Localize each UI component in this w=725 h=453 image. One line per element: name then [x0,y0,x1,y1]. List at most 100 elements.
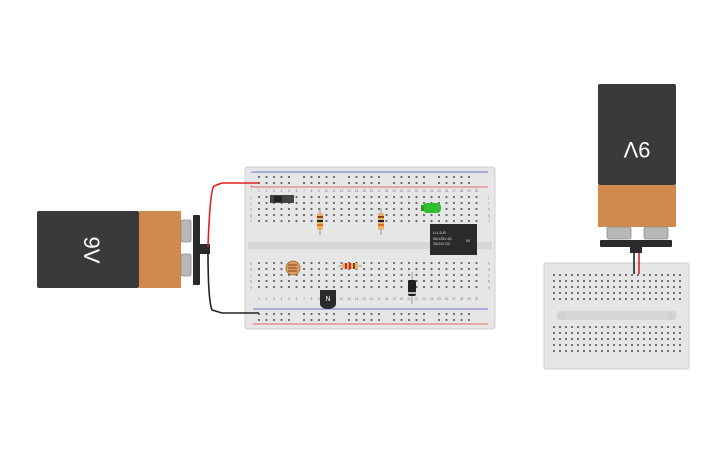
diode[interactable] [408,272,416,304]
column-number: 19 [392,297,396,301]
transistor[interactable]: N [320,290,336,309]
column-number: 24 [430,189,434,193]
resistor-1[interactable] [317,208,323,235]
relay-label-line1: 5A/125V AC [433,237,453,241]
column-number: 4 [281,297,283,301]
column-number: 11 [332,189,336,193]
column-number: 22 [415,297,419,301]
column-number: 19 [392,189,396,193]
resistor-3[interactable] [338,263,362,269]
column-number: 25 [437,297,441,301]
rail-minus-label: − [250,170,254,176]
column-number: 25 [437,189,441,193]
column-number: 23 [422,297,426,301]
row-letter: d [250,267,252,272]
row-letter: g [488,213,490,218]
column-number: 15 [362,297,366,301]
row-letter: j [250,195,252,200]
column-number: 16 [370,189,374,193]
column-number: 23 [422,189,426,193]
row-letter: a [250,285,253,290]
row-letter: e [250,261,253,266]
led-green[interactable] [421,203,441,213]
relay-label-line2: 3A/24V DC [433,242,451,246]
resistor-2[interactable] [378,208,384,235]
row-letter: e [488,261,491,266]
row-letter: f [250,219,252,224]
column-number: 1 [258,297,260,301]
column-number: 15 [362,189,366,193]
battery-left-label: 9V [79,237,104,264]
column-number: 28 [460,189,464,193]
column-number: 10 [325,189,329,193]
column-number: 13 [347,189,351,193]
column-number: 30 [475,297,479,301]
battery-left[interactable]: 9V [37,211,210,288]
column-number: 2 [266,189,268,193]
column-number: 12 [340,189,344,193]
mini-breadboard[interactable] [543,262,690,370]
column-number: 18 [385,297,389,301]
wire-red-left[interactable] [207,182,259,248]
row-letter: j [488,195,490,200]
row-letter: b [250,279,253,284]
battery-right-label: 9V [623,137,650,162]
row-letter: b [488,279,491,284]
column-number: 14 [355,189,359,193]
column-number: 30 [475,189,479,193]
column-number: 18 [385,189,389,193]
column-number: 4 [281,189,283,193]
column-number: 13 [347,297,351,301]
column-number: 8 [311,189,313,193]
wire-black-left[interactable] [207,250,259,314]
column-number: 3 [273,189,275,193]
row-letter: f [488,219,490,224]
mini-breadboard-holes [553,274,681,352]
row-letter: h [488,207,490,212]
column-number: 6 [296,297,298,301]
column-number: 8 [311,297,313,301]
column-number: 26 [445,189,449,193]
breadboard-holes [258,176,478,321]
column-number: 17 [377,189,381,193]
column-number: 21 [407,189,411,193]
relay-label-top: LU-5-R [433,230,446,235]
column-number: 24 [430,297,434,301]
column-number: 12 [340,297,344,301]
column-number: 21 [407,297,411,301]
column-number: 7 [303,297,305,301]
column-number: 6 [296,189,298,193]
column-number: 16 [370,297,374,301]
row-letter: c [488,273,490,278]
row-letter: g [250,213,252,218]
row-letter: i [251,201,252,206]
column-number: 29 [467,297,471,301]
column-number: 2 [266,297,268,301]
row-letter: d [488,267,490,272]
row-letter: c [250,273,252,278]
transistor-label: N [325,296,330,303]
photoresistor[interactable] [285,260,301,276]
column-number: 14 [355,297,359,301]
column-number: 1 [258,189,260,193]
column-number: 20 [400,297,404,301]
column-number: 27 [452,189,456,193]
relay[interactable]: LU-5-R 5A/125V AC 3A/24V DC 5V [430,224,477,255]
row-letter: a [488,285,491,290]
column-number: 26 [445,297,449,301]
battery-right[interactable]: 9V [598,84,676,253]
column-number: 27 [452,297,456,301]
column-number: 28 [460,297,464,301]
row-letter: i [489,201,490,206]
column-number: 20 [400,189,404,193]
column-number: 5 [288,297,290,301]
rail-plus-label: + [250,185,254,191]
column-number: 29 [467,189,471,193]
column-number: 3 [273,297,275,301]
column-number: 5 [288,189,290,193]
slide-switch[interactable] [270,195,294,203]
column-number: 7 [303,189,305,193]
